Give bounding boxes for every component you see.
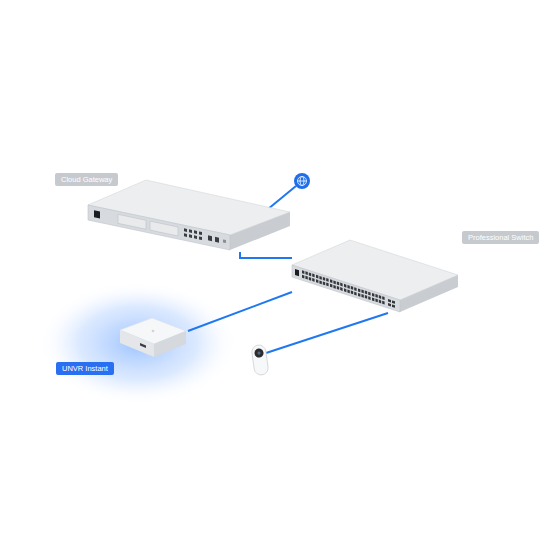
network-link <box>188 292 292 331</box>
camera-wire <box>266 313 388 353</box>
device-label: UNVR Instant <box>56 362 114 375</box>
switch-node: Professional Switch <box>292 240 458 312</box>
link-line <box>188 292 292 331</box>
device-label: Professional Switch <box>462 231 539 244</box>
switch-device <box>292 240 458 312</box>
nvr-device <box>120 318 186 357</box>
network-link <box>240 252 292 258</box>
device-label: Cloud Gateway <box>55 173 118 186</box>
gateway-device <box>88 180 290 250</box>
camera-device <box>251 344 269 376</box>
link-line <box>240 252 292 258</box>
nvr-node: UNVR Instant <box>118 316 188 359</box>
highlight-glow <box>38 281 238 405</box>
gateway-node: Cloud Gateway <box>85 178 290 252</box>
internet-globe <box>294 173 310 189</box>
